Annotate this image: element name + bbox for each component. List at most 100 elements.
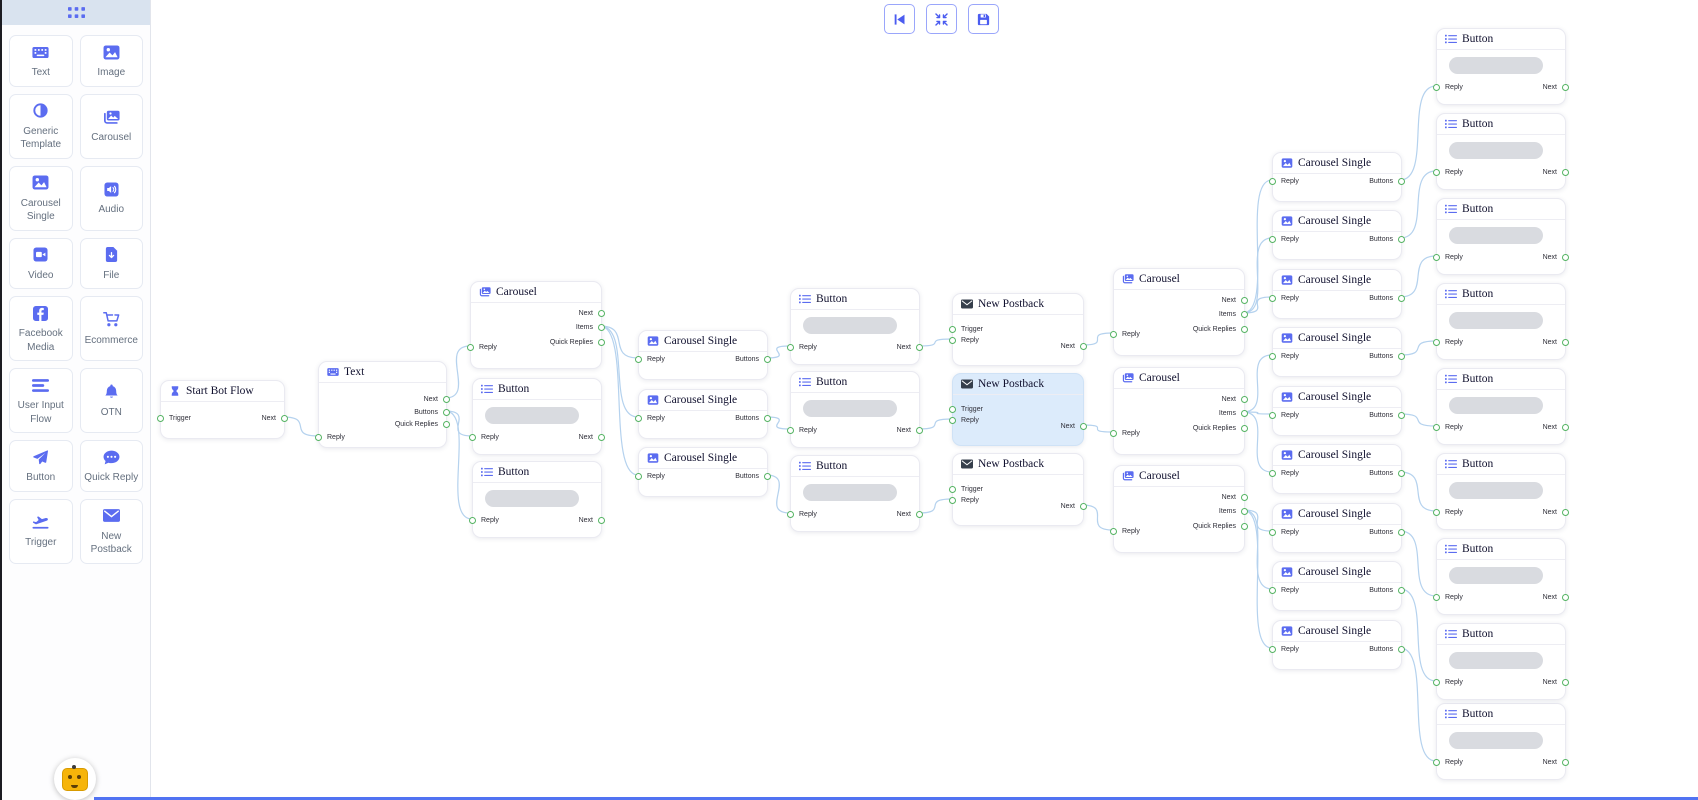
port-out-next[interactable] xyxy=(1080,422,1087,430)
port-out-buttons[interactable] xyxy=(764,414,771,422)
sidebar-item-quick-reply[interactable]: Quick Reply xyxy=(79,440,143,492)
go-to-start-button[interactable] xyxy=(884,4,915,34)
port-out-next[interactable] xyxy=(916,426,923,434)
port-out-items[interactable] xyxy=(1241,409,1248,417)
port-out-next[interactable] xyxy=(1562,593,1569,601)
port-out-buttons[interactable] xyxy=(1398,177,1405,185)
port-in-reply[interactable] xyxy=(1269,586,1276,594)
fit-view-button[interactable] xyxy=(926,4,957,34)
sidebar-item-otn[interactable]: OTN xyxy=(79,368,143,433)
port-in-reply[interactable] xyxy=(1433,83,1440,91)
port-in-reply[interactable] xyxy=(635,355,642,363)
port-out-buttons[interactable] xyxy=(1398,294,1405,302)
port-out-quick-replies[interactable] xyxy=(1241,325,1248,333)
port-out-next[interactable] xyxy=(1562,678,1569,686)
port-in-reply[interactable] xyxy=(787,343,794,351)
chatbot-assistant-badge[interactable] xyxy=(54,758,96,800)
port-in-reply[interactable] xyxy=(1433,253,1440,261)
port-out-quick-replies[interactable] xyxy=(598,338,605,346)
port-in-reply[interactable] xyxy=(1433,508,1440,516)
port-in-trigger[interactable] xyxy=(949,325,956,333)
port-in-reply[interactable] xyxy=(315,433,322,441)
port-in-reply[interactable] xyxy=(469,433,476,441)
sidebar-item-facebook-media[interactable]: Facebook Media xyxy=(9,296,73,361)
port-out-buttons[interactable] xyxy=(764,355,771,363)
sidebar-item-user-input-flow[interactable]: User Input Flow xyxy=(9,368,73,433)
port-out-next[interactable] xyxy=(1562,253,1569,261)
port-in-reply[interactable] xyxy=(635,414,642,422)
port-in-reply[interactable] xyxy=(1269,645,1276,653)
port-out-next[interactable] xyxy=(443,395,450,403)
sidebar-item-video[interactable]: Video xyxy=(9,237,73,289)
port-out-items[interactable] xyxy=(1241,507,1248,515)
sidebar-item-text[interactable]: Text xyxy=(9,35,73,87)
sidebar-item-file[interactable]: File xyxy=(79,237,143,289)
port-out-next[interactable] xyxy=(1562,423,1569,431)
port-out-buttons[interactable] xyxy=(1398,352,1405,360)
port-in-reply[interactable] xyxy=(1433,678,1440,686)
sidebar-item-ecommerce[interactable]: Ecommerce xyxy=(79,296,143,361)
port-in-reply[interactable] xyxy=(1433,593,1440,601)
port-out-next[interactable] xyxy=(1241,395,1248,403)
port-in-reply[interactable] xyxy=(1110,527,1117,535)
port-out-next[interactable] xyxy=(916,343,923,351)
port-in-reply[interactable] xyxy=(1110,429,1117,437)
port-in-reply[interactable] xyxy=(469,516,476,524)
port-out-next[interactable] xyxy=(1562,338,1569,346)
sidebar-item-carousel-single[interactable]: Carousel Single xyxy=(9,165,73,231)
port-out-buttons[interactable] xyxy=(1398,645,1405,653)
port-out-buttons[interactable] xyxy=(1398,235,1405,243)
port-in-trigger[interactable] xyxy=(157,414,164,422)
horizontal-scrollbar[interactable] xyxy=(94,797,1698,800)
sidebar-item-carousel[interactable]: Carousel xyxy=(79,93,143,159)
port-out-next[interactable] xyxy=(1080,502,1087,510)
port-out-next[interactable] xyxy=(281,414,288,422)
port-out-next[interactable] xyxy=(598,516,605,524)
port-in-reply[interactable] xyxy=(1269,352,1276,360)
port-in-reply[interactable] xyxy=(949,496,956,504)
port-in-reply[interactable] xyxy=(1269,469,1276,477)
port-out-quick-replies[interactable] xyxy=(1241,522,1248,530)
port-in-reply[interactable] xyxy=(1433,758,1440,766)
port-out-buttons[interactable] xyxy=(1398,469,1405,477)
port-out-buttons[interactable] xyxy=(1398,411,1405,419)
port-in-reply[interactable] xyxy=(1433,423,1440,431)
port-out-items[interactable] xyxy=(1241,310,1248,318)
port-out-buttons[interactable] xyxy=(764,472,771,480)
port-in-reply[interactable] xyxy=(1269,528,1276,536)
save-button[interactable] xyxy=(968,4,999,34)
port-in-reply[interactable] xyxy=(1269,294,1276,302)
port-in-reply[interactable] xyxy=(787,510,794,518)
port-in-trigger[interactable] xyxy=(949,485,956,493)
sidebar-item-button[interactable]: Button xyxy=(9,440,73,492)
port-in-reply[interactable] xyxy=(467,343,474,351)
port-in-reply[interactable] xyxy=(1269,177,1276,185)
port-in-reply[interactable] xyxy=(787,426,794,434)
